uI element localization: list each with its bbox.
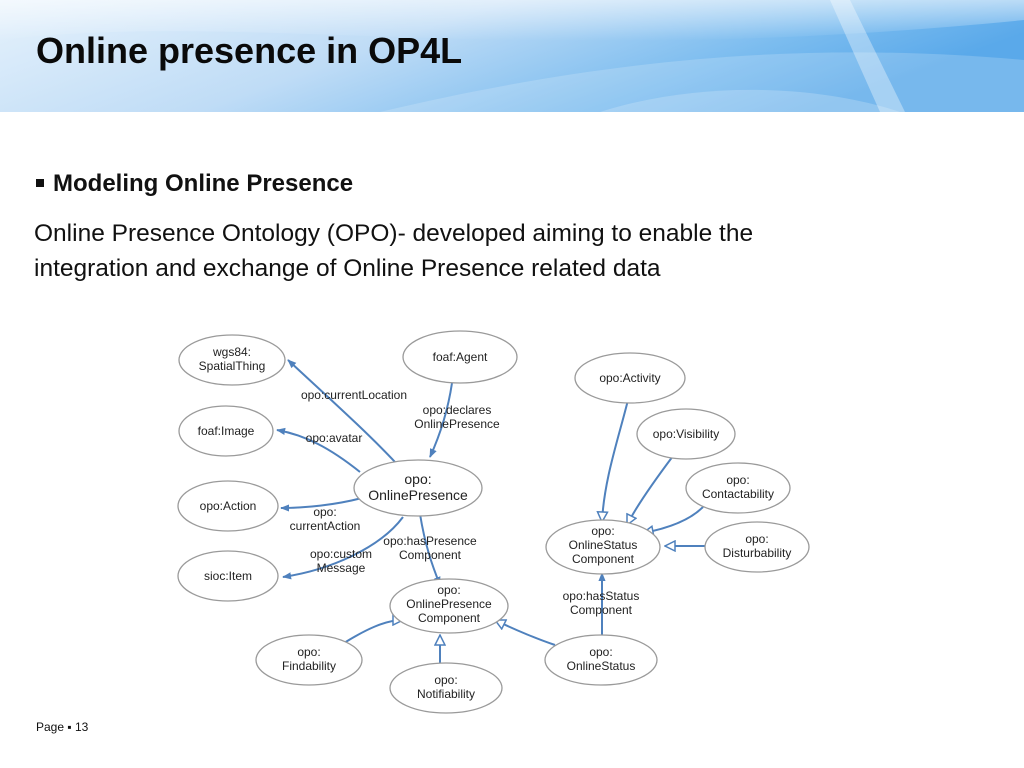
edge-activity bbox=[602, 399, 629, 522]
bullet-heading: Modeling Online Presence bbox=[36, 170, 353, 198]
edge-visibility bbox=[626, 455, 674, 525]
bullet-square-icon bbox=[36, 179, 44, 187]
node-sioc-item bbox=[177, 550, 279, 602]
edge-current-action bbox=[280, 497, 363, 512]
label-foaf-image: foaf:Image bbox=[198, 424, 255, 438]
node-disturbability bbox=[704, 521, 810, 573]
node-foaf-image bbox=[178, 405, 274, 457]
edge-online-status bbox=[495, 619, 556, 646]
node-online-status-component bbox=[545, 519, 661, 575]
label-online-status: opo:OnlineStatus bbox=[567, 645, 636, 673]
node-online-status bbox=[544, 634, 658, 686]
label-findability: opo:Findability bbox=[282, 645, 336, 673]
label-activity: opo:Activity bbox=[599, 371, 660, 385]
label-sioc-item: sioc:Item bbox=[204, 569, 252, 583]
node-online-presence-component bbox=[389, 578, 509, 634]
label-foaf-agent: foaf:Agent bbox=[433, 350, 488, 364]
edge-label-avatar: opo:avatar bbox=[306, 431, 363, 445]
label-wgs84: wgs84:SpatialThing bbox=[199, 345, 266, 373]
edge-findability bbox=[343, 620, 403, 644]
edge-current-location bbox=[287, 359, 396, 463]
label-visibility: opo:Visibility bbox=[653, 427, 719, 441]
node-notifiability bbox=[389, 662, 503, 714]
node-opo-action bbox=[177, 480, 279, 532]
label-disturbability: opo:Disturbability bbox=[723, 532, 792, 560]
label-opo-action: opo:Action bbox=[200, 499, 257, 513]
edge-custom-message bbox=[282, 516, 404, 580]
page-number: Page ▪ 13 bbox=[36, 720, 89, 734]
edge-contactability bbox=[643, 506, 704, 533]
edge-label-current-location: opo:currentLocation bbox=[301, 388, 407, 402]
label-online-presence: opo:OnlinePresence bbox=[368, 471, 468, 503]
edge-declares-online-presence bbox=[429, 382, 453, 458]
diagram-nodes bbox=[177, 330, 810, 714]
body-line-2: integration and exchange of Online Prese… bbox=[34, 255, 661, 282]
node-wgs84-spatial-thing bbox=[178, 334, 286, 386]
node-online-presence bbox=[353, 459, 483, 517]
bullet-heading-text: Modeling Online Presence bbox=[53, 170, 354, 197]
node-visibility bbox=[636, 408, 736, 460]
node-findability bbox=[255, 634, 363, 686]
header-gradient-band bbox=[0, 0, 1024, 112]
node-contactability bbox=[685, 462, 791, 514]
slide-title: Online presence in OP4L bbox=[36, 30, 463, 71]
edge-label-current-action: opo:currentAction bbox=[290, 505, 361, 533]
diagram-edges bbox=[276, 359, 706, 665]
node-activity bbox=[574, 352, 686, 404]
edge-avatar bbox=[276, 427, 361, 473]
node-labels: wgs84:SpatialThing foaf:Agent foaf:Image… bbox=[198, 345, 792, 701]
label-contactability: opo:Contactability bbox=[702, 473, 774, 501]
node-foaf-agent bbox=[402, 330, 518, 384]
slide-header: Online presence in OP4L bbox=[0, 0, 1024, 112]
body-line-1: Online Presence Ontology (OPO)- develope… bbox=[34, 220, 754, 247]
body-paragraph: Online Presence Ontology (OPO)- develope… bbox=[34, 216, 934, 286]
label-notifiability: opo:Notifiability bbox=[417, 673, 475, 701]
